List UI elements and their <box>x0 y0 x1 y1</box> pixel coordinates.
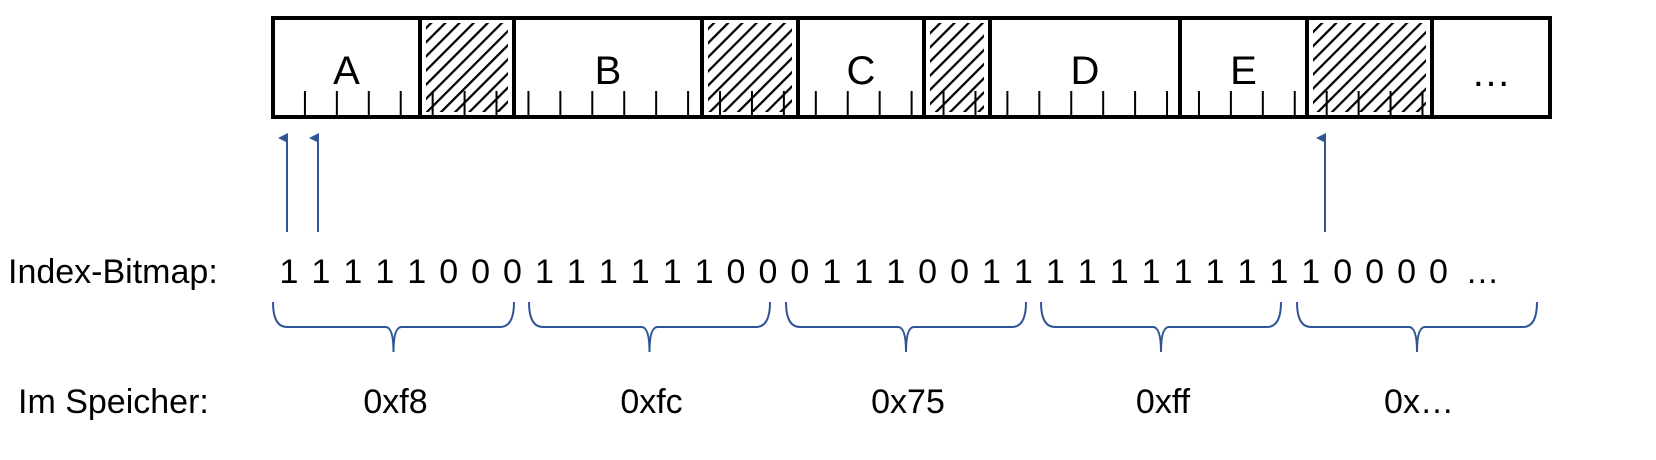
stored-byte-value: 0xff <box>1136 383 1191 421</box>
byte-brace <box>1040 301 1282 353</box>
storage-values: 0xf8 0xfc 0x75 0xff 0x… <box>363 383 1454 421</box>
bitmap-bit: 1 <box>407 253 426 291</box>
bitmap-bit: 0 <box>950 253 969 291</box>
bitmap-bit: 1 <box>1110 253 1129 291</box>
bitmap-bit: 0 <box>918 253 937 291</box>
bitmap-bit: 1 <box>886 253 905 291</box>
bitmap-bit: 0 <box>1365 253 1384 291</box>
memory-bar: A B C D E … <box>271 16 1552 119</box>
byte-braces <box>272 301 1538 353</box>
bitmap-bit: 1 <box>982 253 1001 291</box>
memory-block-free <box>700 18 792 117</box>
bitmap-bit: 1 <box>599 253 618 291</box>
memory-block-b: B <box>512 18 622 117</box>
bitmap-bit: … <box>1465 253 1499 291</box>
memory-block-a: A <box>333 49 360 93</box>
bitmap-bit: 1 <box>1014 253 1033 291</box>
free-block-hatch <box>708 23 792 112</box>
bitmap-bit: 1 <box>535 253 554 291</box>
memory-block-label: D <box>1071 49 1100 93</box>
bitmap-bit: 0 <box>503 253 522 291</box>
bitmap-bit: 1 <box>1206 253 1225 291</box>
byte-brace <box>785 301 1027 353</box>
bitmap-bit: 0 <box>1333 253 1352 291</box>
bitmap-bit: 0 <box>1397 253 1416 291</box>
bitmap-bit: 1 <box>343 253 362 291</box>
free-block-hatch <box>1313 23 1426 112</box>
bitmap-bit: 1 <box>375 253 394 291</box>
stored-byte-value: 0x… <box>1384 383 1454 421</box>
memory-block-label: C <box>847 49 876 93</box>
pointer-arrows <box>278 133 1326 232</box>
memory-block-label: B <box>595 49 622 93</box>
bitmap-bit: 1 <box>1142 253 1161 291</box>
byte-brace <box>272 301 515 353</box>
bitmap-bit: 1 <box>1301 253 1320 291</box>
memory-block-free <box>1305 18 1426 117</box>
memory-block-free <box>418 18 508 117</box>
bitmap-bit: 1 <box>1046 253 1065 291</box>
stored-byte-value: 0xfc <box>620 383 682 421</box>
free-block-hatch <box>426 23 508 112</box>
bitmap-bit: 0 <box>727 253 746 291</box>
bitmap-bit: 0 <box>439 253 458 291</box>
bitmap-bit: 1 <box>1237 253 1256 291</box>
bitmap-bit: 0 <box>471 253 490 291</box>
bit-ticks <box>303 91 1424 117</box>
bitmap-bit: 1 <box>280 253 299 291</box>
stored-byte-value: 0x75 <box>871 383 945 421</box>
bitmap-bit: 1 <box>311 253 330 291</box>
stored-byte-value: 0xf8 <box>363 383 427 421</box>
bitmap-bit: 0 <box>790 253 809 291</box>
bitmap-bit: 0 <box>1429 253 1448 291</box>
byte-brace <box>528 301 771 353</box>
bitmap-bit: 1 <box>663 253 682 291</box>
memory-block-label: … <box>1471 51 1511 95</box>
bitmap-bit: 1 <box>822 253 841 291</box>
bitmap-bit: 1 <box>567 253 586 291</box>
storage-label: Im Speicher: <box>18 383 209 421</box>
bitmap-bit: 1 <box>1174 253 1193 291</box>
memory-block-d: D <box>988 18 1100 117</box>
bitmap-label: Index-Bitmap: <box>8 253 218 291</box>
memory-block-label: A <box>333 49 360 93</box>
bitmap-bit: 1 <box>1078 253 1097 291</box>
memory-block-more: … <box>1430 18 1511 117</box>
memory-block-label: E <box>1230 49 1257 93</box>
bitmap-bit: 1 <box>1269 253 1288 291</box>
memory-block-c: C <box>796 18 876 117</box>
byte-brace <box>1296 301 1538 353</box>
bitmap-bit: 0 <box>758 253 777 291</box>
memory-block-e: E <box>1178 18 1257 117</box>
bitmap-bit: 1 <box>631 253 650 291</box>
bitmap-bit: 1 <box>854 253 873 291</box>
bitmap-bit: 1 <box>695 253 714 291</box>
